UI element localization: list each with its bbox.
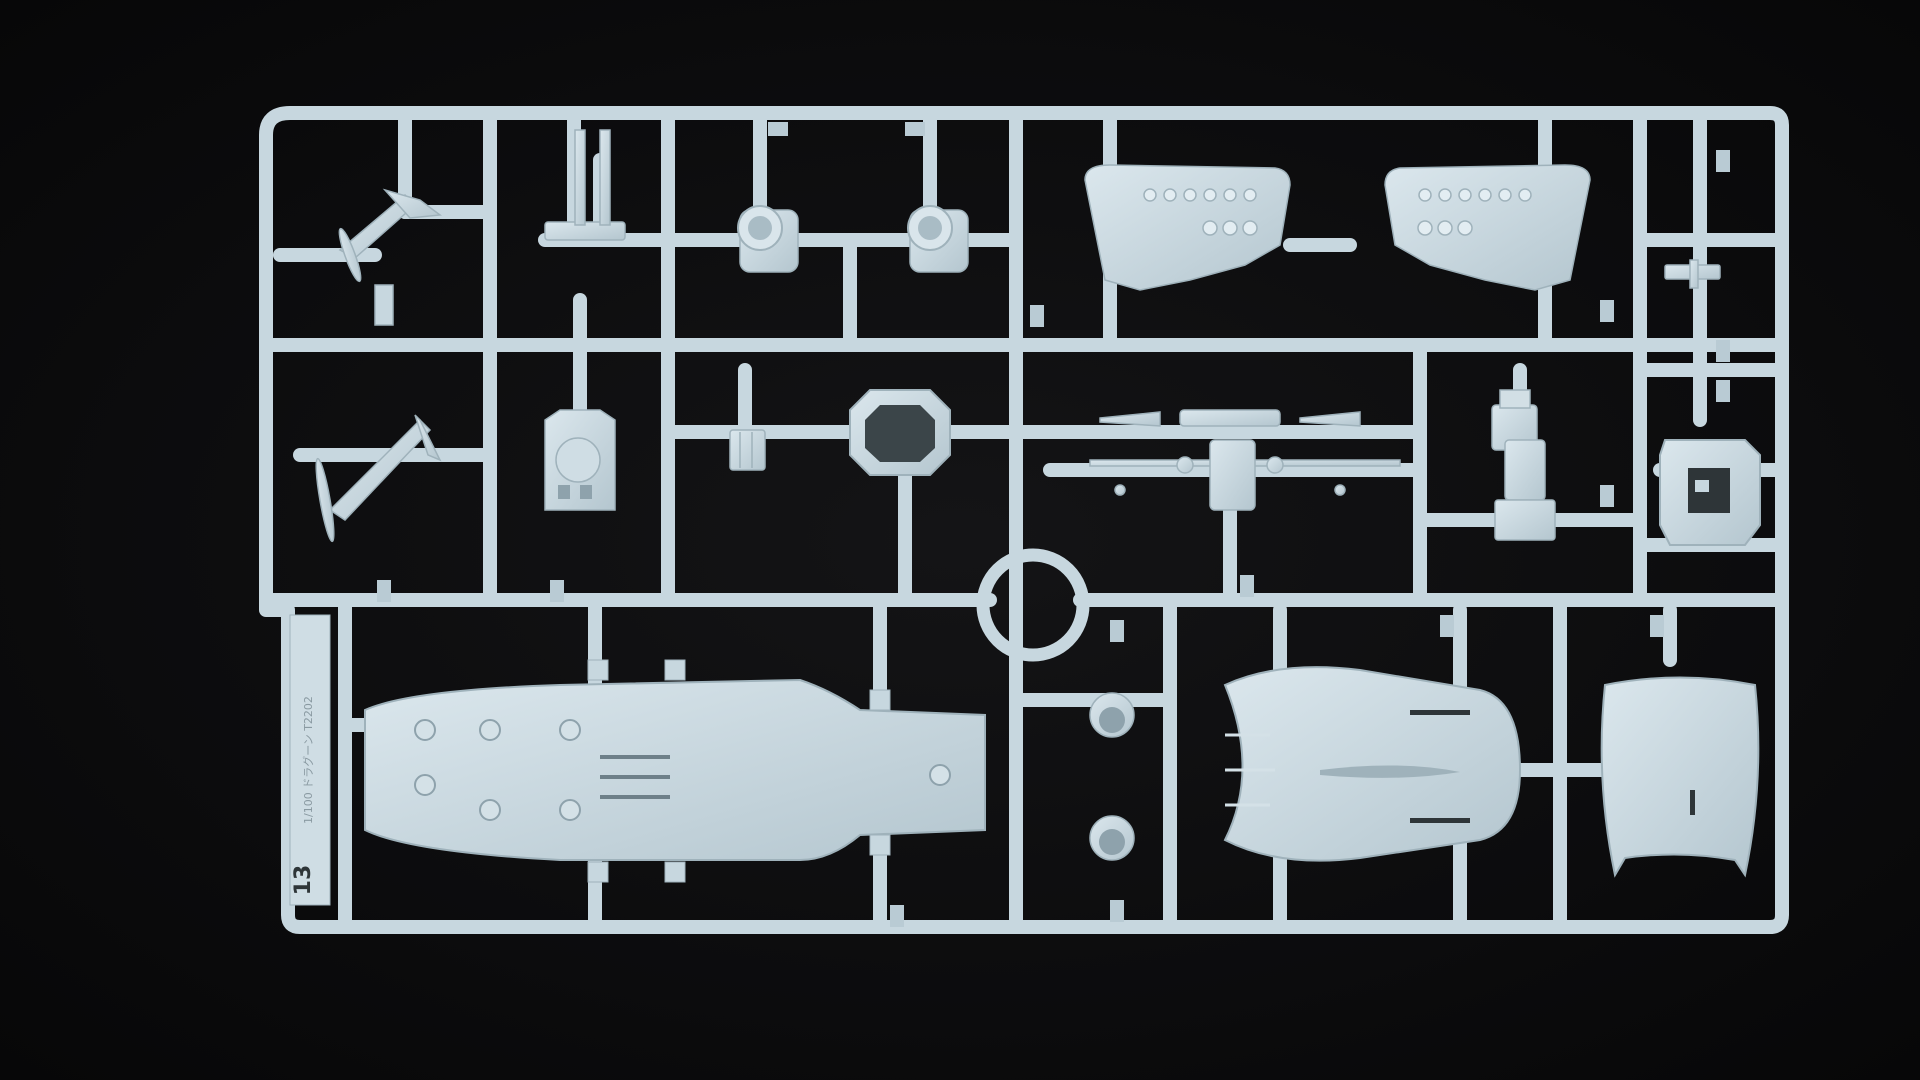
- nose-cowling-part: [1223, 666, 1522, 862]
- part-number-tabs: [377, 122, 1730, 927]
- small-cap-part: [729, 429, 766, 471]
- box-frame-part: [1659, 439, 1761, 546]
- sprue-letter-tag: 13 1/100 ドラグーン T2202: [289, 614, 331, 906]
- antenna-part-lower: [315, 414, 442, 543]
- octagonal-intake-part: [849, 389, 951, 476]
- rod-gun-assembly: [1089, 409, 1401, 511]
- ball-joint-part-top: [1089, 692, 1135, 738]
- molded-kit-text: 1/100 ドラグーン T2202: [301, 696, 315, 824]
- leg-track-part-right: [1384, 164, 1591, 291]
- nozzle-part-left: [737, 205, 799, 273]
- nozzle-part-right: [907, 205, 969, 273]
- sprue-letter: 13: [291, 865, 316, 896]
- bracket-part: [544, 129, 626, 241]
- leg-track-part-left: [1084, 164, 1291, 291]
- ball-joint-part-bottom: [1089, 815, 1135, 861]
- vent-block-part: [544, 409, 616, 511]
- ring-gate: [976, 548, 1090, 662]
- main-hull-part: [364, 659, 986, 883]
- curved-panel-part: [1600, 676, 1760, 878]
- seat-assembly-part: [1491, 389, 1556, 541]
- ladder-part: [1664, 259, 1721, 289]
- antenna-dish-part: [338, 188, 442, 326]
